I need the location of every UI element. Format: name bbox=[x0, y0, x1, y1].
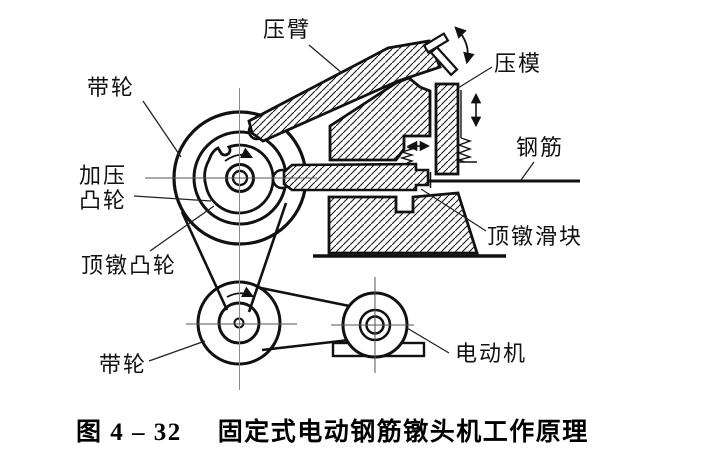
label-heading-slider: 顶镦滑块 bbox=[487, 224, 584, 249]
label-press-arm: 压臂 bbox=[263, 17, 312, 42]
label-pulley-bottom: 带轮 bbox=[99, 352, 148, 377]
leader-press-die bbox=[457, 66, 493, 89]
press-arm-shape bbox=[247, 39, 442, 143]
label-pressure-cam-line1: 加压 bbox=[79, 163, 128, 188]
label-press-die: 压模 bbox=[494, 51, 543, 76]
figure-title: 固定式电动钢筋镦头机工作原理 bbox=[217, 419, 589, 446]
leader-press-arm bbox=[308, 44, 343, 74]
label-heading-cam: 顶镦凸轮 bbox=[81, 253, 178, 278]
leader-heading-cam bbox=[149, 205, 215, 252]
striker-head bbox=[422, 32, 450, 54]
label-rebar: 钢筋 bbox=[516, 135, 565, 160]
swing-arrow-icon bbox=[454, 26, 475, 65]
die-return-spring-group bbox=[456, 90, 482, 163]
push-rod bbox=[282, 162, 430, 192]
label-pressure-cam: 加压 凸轮 bbox=[79, 163, 127, 213]
cam-rotation-arrow-icon bbox=[224, 147, 254, 162]
leader-heading-slider bbox=[420, 188, 487, 232]
centerlines bbox=[145, 88, 414, 390]
leader-motor bbox=[406, 327, 450, 354]
leader-lines bbox=[133, 44, 535, 362]
press-die-shape bbox=[434, 82, 460, 176]
leader-pulley-bottom bbox=[148, 340, 206, 362]
label-pulley-top: 带轮 bbox=[87, 75, 136, 100]
die-spring-icon bbox=[456, 137, 473, 163]
leader-pressure-cam bbox=[133, 195, 212, 202]
belt-main-right bbox=[247, 202, 288, 313]
belt-main-left bbox=[180, 211, 229, 311]
leader-pulley-top bbox=[142, 100, 182, 158]
arm-striker bbox=[422, 26, 475, 77]
figure-caption: 图 4 – 32 固定式电动钢筋镦头机工作原理 bbox=[76, 412, 636, 448]
leader-rebar bbox=[520, 161, 535, 181]
label-motor: 电动机 bbox=[455, 341, 528, 366]
heading-slider-shape bbox=[327, 191, 479, 255]
label-pressure-cam-line2: 凸轮 bbox=[79, 188, 128, 213]
figure-number: 图 4 – 32 bbox=[76, 419, 182, 446]
